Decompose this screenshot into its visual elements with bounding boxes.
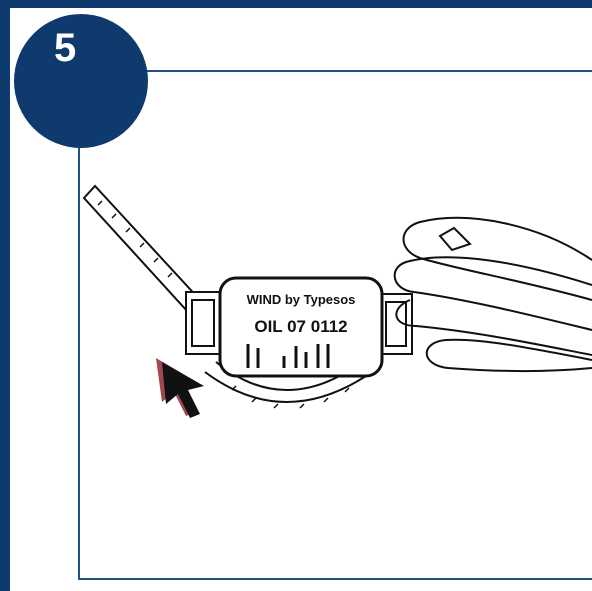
strap [84, 186, 200, 312]
label-tag: WIND by Typesos OIL 07 0112 [220, 278, 382, 376]
left-clip [186, 292, 220, 354]
hand-outline [395, 218, 592, 371]
cursor-arrow-icon [156, 358, 204, 418]
tag-line-1: WIND by Typesos [247, 292, 356, 307]
tag-line-2: OIL 07 0112 [254, 317, 347, 336]
